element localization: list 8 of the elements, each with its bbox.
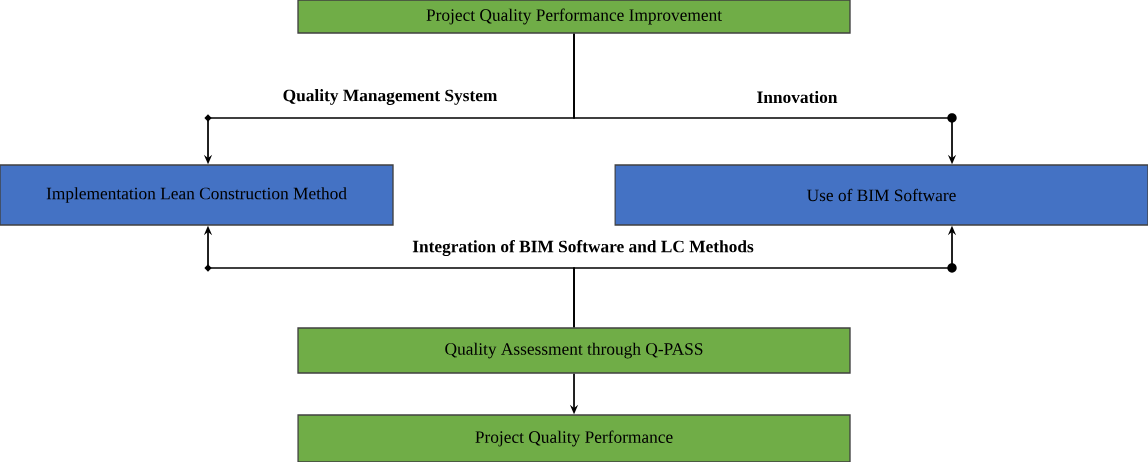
edge-label: Innovation (757, 90, 838, 104)
process-box: Project Quality Performance (297, 414, 851, 462)
process-box: Implementation Lean Construction Method (0, 164, 394, 226)
edge-label: Quality Management System (283, 89, 498, 105)
process-box: Project Quality Performance Improvement (297, 0, 851, 34)
process-box: Quality Assessment through Q-PASS (297, 327, 851, 374)
heading-text: Integration of BIM Software and LC Methods (412, 240, 754, 256)
process-box: Use of BIM Software (614, 164, 1148, 226)
